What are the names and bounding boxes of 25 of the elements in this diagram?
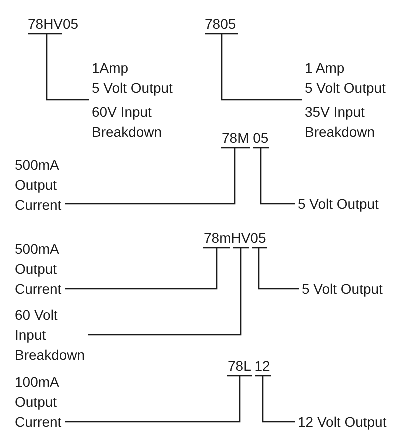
description-text: 500mA Output Current bbox=[15, 155, 62, 215]
leader-line bbox=[64, 247, 231, 290]
leader-line bbox=[64, 147, 251, 205]
part-number: 78M 05 bbox=[222, 128, 269, 148]
description-text: 60V Input Breakdown bbox=[92, 103, 164, 142]
description-text: 500mA Output Current bbox=[15, 239, 62, 299]
description-text: 35V Input Breakdown bbox=[305, 103, 376, 142]
description-text: 1Amp 5 Volt Output bbox=[92, 59, 173, 98]
leader-line bbox=[252, 147, 296, 205]
description-text: 12 Volt Output bbox=[298, 412, 387, 432]
leader-line bbox=[87, 247, 250, 336]
leader-line bbox=[64, 375, 253, 423]
leader-line bbox=[204, 33, 303, 101]
description-text: 5 Volt Output bbox=[302, 279, 383, 299]
description-text: 100mA Output Current bbox=[15, 372, 62, 432]
leader-line bbox=[254, 375, 296, 423]
part-number: 78HV05 bbox=[28, 14, 79, 34]
leader-line bbox=[27, 33, 90, 101]
description-text: 60 Volt Input Breakdown bbox=[15, 305, 86, 365]
leader-line bbox=[251, 247, 300, 290]
part-number: 78mHV05 bbox=[204, 228, 266, 248]
part-number: 78L 12 bbox=[228, 356, 270, 376]
part-number: 7805 bbox=[205, 14, 236, 34]
description-text: 1 Amp 5 Volt Output bbox=[305, 59, 386, 98]
description-text: 5 Volt Output bbox=[298, 194, 379, 214]
